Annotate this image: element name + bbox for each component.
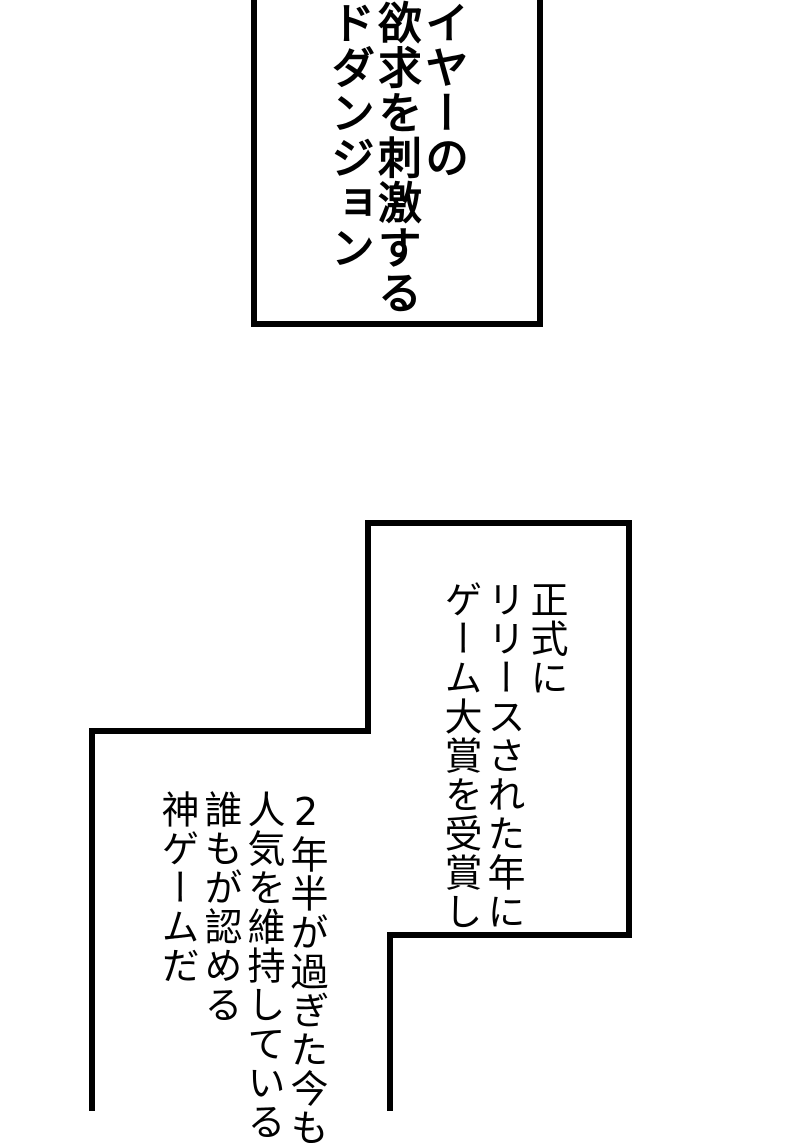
stepped-caption-frame xyxy=(89,520,632,1111)
lower-caption-line-1: 2年半が過ぎた今も xyxy=(284,790,328,1147)
upper-caption-line-1: 正式に xyxy=(524,580,568,697)
top-caption-line-1: イヤーの xyxy=(417,0,468,180)
top-caption-frame xyxy=(251,0,543,327)
lower-caption-line-3: 誰もが認める xyxy=(198,790,242,1024)
lower-caption-line-2: 人気を維持している xyxy=(241,790,285,1141)
upper-caption-line-3: ゲーム大賞を受賞し xyxy=(438,580,482,931)
top-caption-line-3: ドダンジョン xyxy=(323,0,374,270)
caption-frames xyxy=(89,0,632,1111)
top-caption-line-2: 欲求を刺激する xyxy=(370,0,421,315)
upper-caption-line-2: リリースされた年に xyxy=(481,580,525,931)
lower-caption-line-4: 神ゲームだ xyxy=(155,790,199,985)
